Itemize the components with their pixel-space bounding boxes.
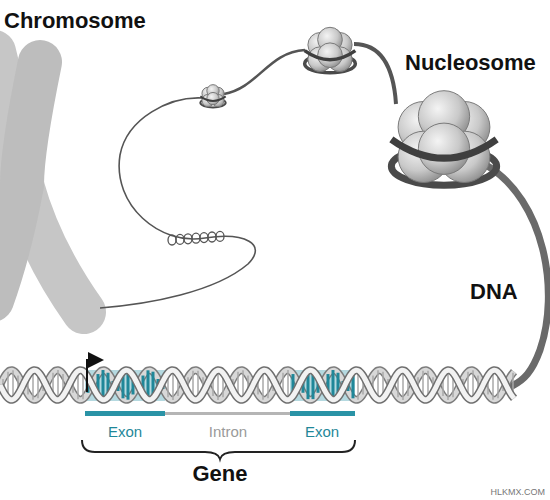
nucleosome (391, 91, 496, 186)
wrapped-dna (391, 139, 496, 158)
helix-strand (0, 370, 514, 400)
exon-label: Exon (108, 423, 142, 440)
fiber-loop (208, 232, 216, 242)
fiber-loop (192, 233, 200, 243)
start-arrow (87, 360, 100, 392)
wrapped-dna (305, 51, 356, 60)
chromatid (0, 62, 40, 300)
dna-helix (0, 370, 514, 400)
histone (418, 123, 469, 174)
nucleosome (200, 85, 225, 108)
chromatin-fiber (100, 98, 255, 308)
fiber-loop (176, 234, 184, 244)
structure-label: Chromosome (4, 8, 146, 33)
intron-bar (165, 412, 290, 415)
histone (318, 43, 343, 68)
helix-strand (0, 370, 514, 400)
exon-bar (85, 411, 165, 416)
dna-fiber (486, 165, 548, 386)
intron-label: Intron (209, 423, 247, 440)
chromatin-fiber (224, 50, 305, 94)
watermark: HLKMX.COM (490, 487, 545, 497)
wrapped-dna (200, 96, 225, 101)
chromatin-fiber (354, 44, 396, 104)
helix-strand (0, 370, 514, 400)
exon-bar (290, 411, 355, 416)
nucleosome (305, 27, 356, 73)
gene-label: Gene (192, 461, 247, 486)
structure-label: Nucleosome (405, 50, 536, 75)
coiled-fiber (168, 231, 224, 245)
fiber-loop (216, 231, 224, 241)
exon-label: Exon (305, 423, 339, 440)
chromosome (0, 52, 84, 312)
gene-bracket (82, 440, 355, 459)
fiber-loop (168, 235, 176, 245)
helix-strand (0, 370, 514, 400)
fiber-loop (200, 233, 208, 243)
structure-label: DNA (470, 279, 518, 304)
fiber-loop (184, 234, 192, 244)
histone (207, 92, 219, 104)
